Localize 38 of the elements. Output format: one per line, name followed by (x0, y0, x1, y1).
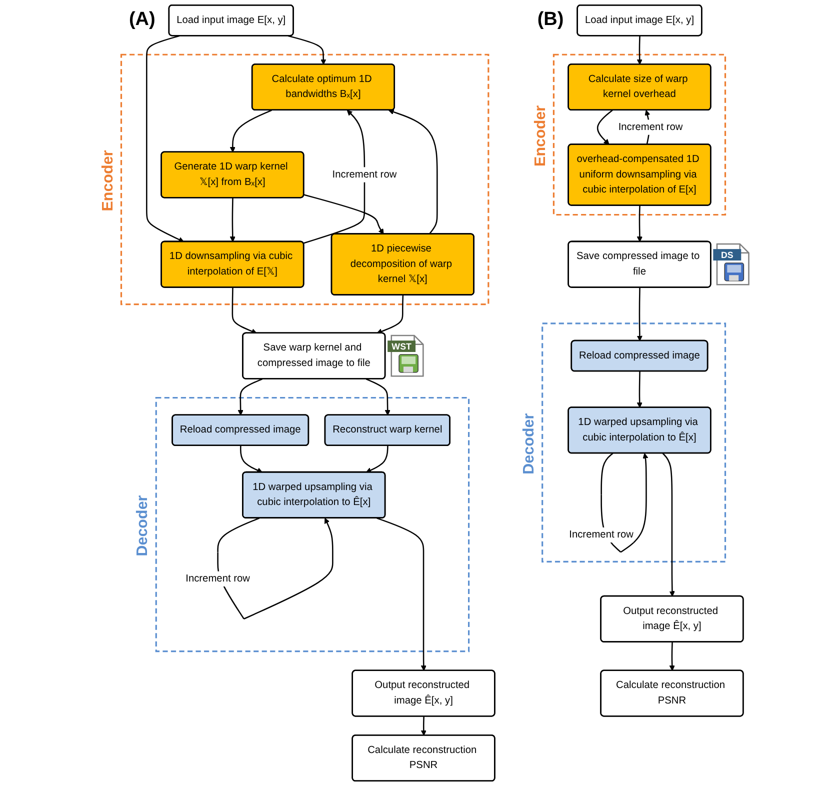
arrow (636, 371, 642, 408)
arrow (240, 446, 263, 473)
arrow (288, 35, 326, 65)
arrow (636, 36, 642, 65)
arrow (146, 35, 184, 242)
cluster (120, 54, 490, 306)
arrow (238, 378, 263, 416)
arrow (230, 110, 272, 152)
arrow (388, 109, 438, 235)
edge-label: Increment row (186, 573, 250, 584)
cluster (552, 54, 726, 216)
node-label: Decoder (520, 413, 538, 474)
arrow (304, 194, 384, 234)
file-type-tag: DS (713, 249, 742, 260)
node-label: Encoder (531, 105, 549, 166)
arrow (636, 287, 642, 342)
arrow (669, 642, 675, 671)
file-type-tag: WST (388, 340, 416, 352)
arrow (420, 716, 426, 736)
arrow (596, 110, 613, 145)
edge-label: Increment row (332, 169, 397, 180)
panel-label: (A) (128, 10, 156, 31)
arrow (230, 198, 236, 242)
arrow (376, 518, 426, 671)
arrow (662, 452, 675, 597)
node-label: Encoder (99, 150, 116, 212)
edge-label: Increment row (569, 529, 634, 540)
arrow (303, 110, 366, 244)
panel-label: (B) (537, 10, 564, 31)
edge-label: Increment row (618, 122, 683, 132)
arrow (232, 287, 257, 334)
arrow (376, 295, 404, 334)
arrow (366, 378, 390, 416)
node-label: Decoder (134, 495, 152, 556)
arrow (366, 446, 388, 473)
arrow (636, 206, 642, 242)
cluster (155, 396, 470, 652)
cluster (542, 322, 726, 563)
